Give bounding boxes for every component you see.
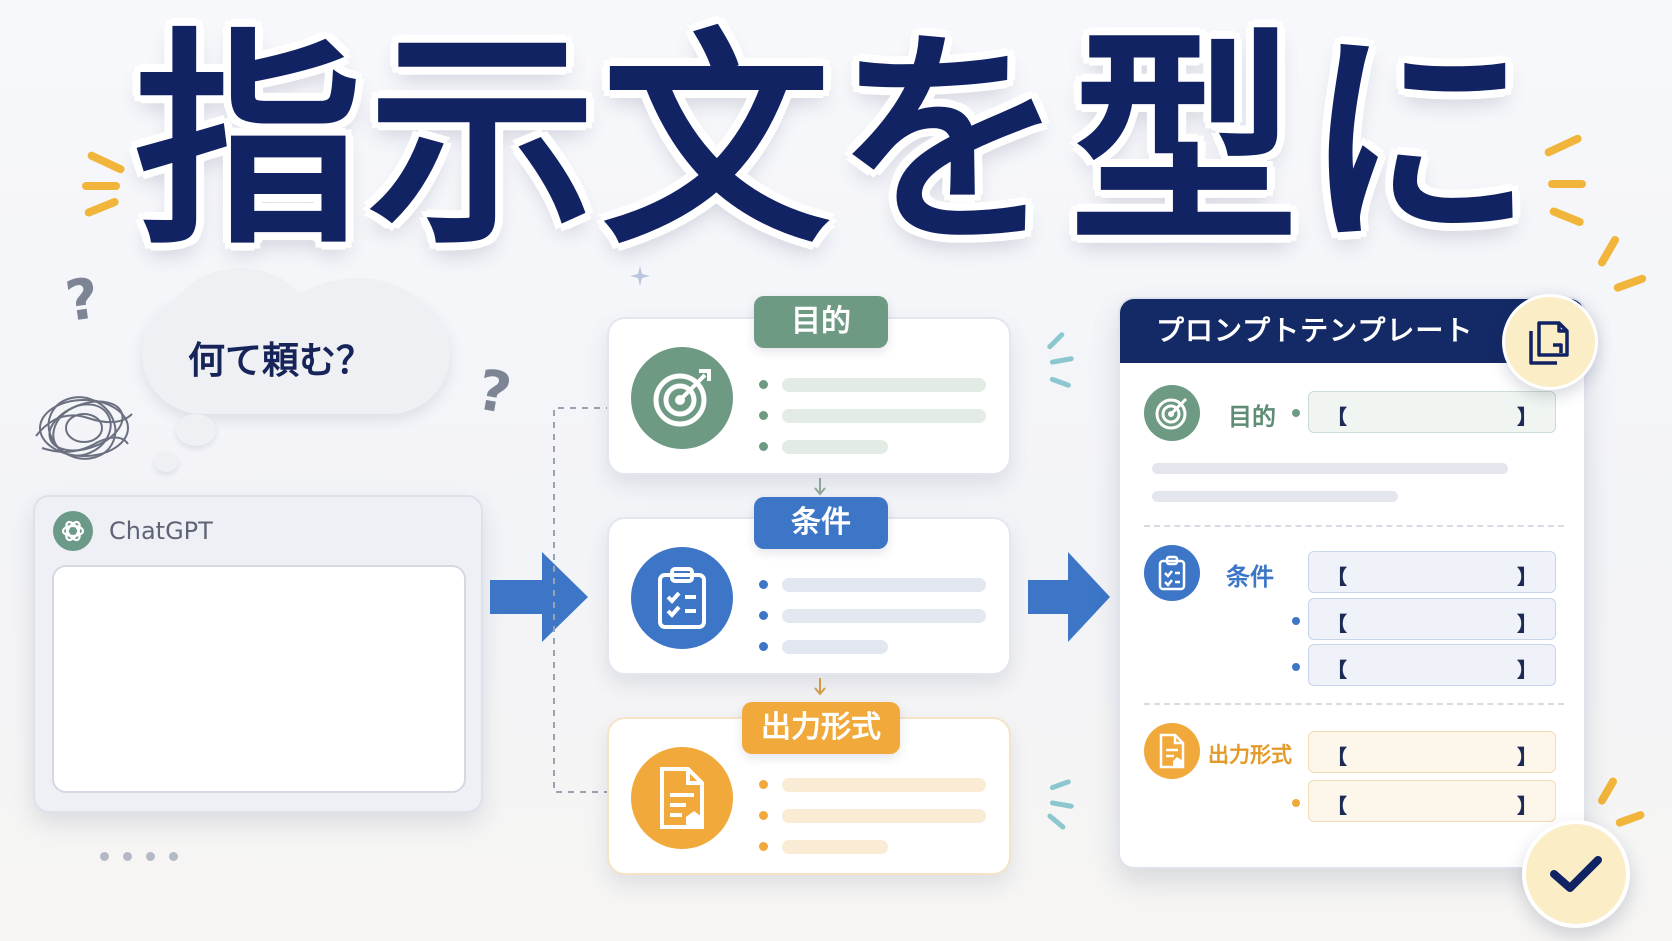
bullet (1292, 617, 1300, 625)
question-mark: ? (472, 357, 516, 428)
target-icon (631, 347, 733, 449)
typing-dots (100, 846, 192, 865)
bracket-close: 】 (1517, 405, 1537, 429)
bracket-close: 】 (1517, 565, 1537, 589)
spark-ray (1049, 778, 1072, 791)
question-mark: ? (61, 266, 103, 335)
spark-ray (1612, 273, 1648, 293)
output-format-field-2[interactable]: 【 】 (1308, 780, 1556, 822)
output-format-field-1[interactable]: 【 】 (1308, 731, 1556, 773)
placeholder-lines (759, 369, 986, 462)
spark-ray (1548, 180, 1586, 188)
bracket-close: 】 (1517, 794, 1537, 818)
tangled-scribble-icon (35, 396, 133, 460)
document-icon (631, 747, 733, 849)
question-text: 何て頼む？ (188, 339, 373, 382)
spark-ray (82, 182, 120, 190)
page-title: 指示文を型に (134, 9, 1538, 275)
down-arrow-icon (814, 478, 826, 496)
spark-ray (1049, 376, 1072, 389)
copy-document-icon[interactable] (1502, 294, 1598, 390)
sparkle-icon (630, 266, 650, 286)
clipboard-checklist-icon (631, 547, 733, 649)
chatgpt-title: ChatGPT (109, 517, 213, 545)
dashed-connector (553, 407, 612, 793)
right-arrow-icon (490, 552, 588, 642)
spark-ray (1596, 776, 1619, 806)
placeholder-line (1152, 463, 1508, 474)
conditions-field-1[interactable]: 【 】 (1308, 551, 1556, 593)
step-card-output-format (607, 717, 1011, 875)
spark-ray (1049, 800, 1075, 810)
bracket-close: 】 (1517, 612, 1537, 636)
spark-ray (1046, 812, 1067, 831)
spark-ray (1049, 355, 1075, 365)
bullet (1292, 663, 1300, 671)
section-label-output-format: 出力形式 (1208, 743, 1292, 767)
chatgpt-logo-icon (53, 511, 93, 551)
bracket-open: 【 (1327, 565, 1347, 589)
conditions-field-3[interactable]: 【 】 (1308, 644, 1556, 686)
thought-bubble-dot (176, 414, 216, 446)
chatgpt-window: ChatGPT (33, 495, 483, 813)
placeholder-lines (759, 569, 986, 662)
bracket-open: 【 (1327, 405, 1347, 429)
bracket-close: 】 (1517, 658, 1537, 682)
thought-bubble-dot (154, 452, 178, 472)
bullet (1292, 799, 1300, 807)
down-arrow-icon (814, 678, 826, 696)
tag-conditions: 条件 (754, 497, 888, 549)
tag-purpose: 目的 (754, 296, 888, 348)
bracket-open: 【 (1327, 794, 1347, 818)
right-arrow-icon (1028, 552, 1110, 642)
divider (1144, 703, 1564, 705)
chat-input[interactable] (52, 565, 466, 793)
placeholder-lines (759, 769, 986, 862)
target-icon (1144, 385, 1200, 441)
placeholder-line (1152, 491, 1398, 502)
bracket-open: 【 (1327, 612, 1347, 636)
bracket-open: 【 (1327, 658, 1347, 682)
spark-ray (1046, 331, 1066, 351)
document-icon (1144, 723, 1200, 779)
spark-ray (1614, 809, 1646, 828)
conditions-field-2[interactable]: 【 】 (1308, 598, 1556, 640)
divider (1144, 525, 1564, 527)
section-label-conditions: 条件 (1226, 563, 1274, 591)
purpose-field[interactable]: 【 】 (1308, 391, 1556, 433)
clipboard-checklist-icon (1144, 545, 1200, 601)
checkmark-icon (1522, 820, 1630, 928)
bracket-close: 】 (1517, 745, 1537, 769)
section-label-purpose: 目的 (1228, 403, 1276, 431)
bullet (1292, 409, 1300, 417)
prompt-template-panel: プロンプトテンプレート 目的 【 】 条件 【 】 【 】 【 】 出力形式 【… (1118, 297, 1586, 869)
thought-cloud (142, 268, 450, 414)
tag-output-format: 出力形式 (742, 702, 900, 754)
bracket-open: 【 (1327, 745, 1347, 769)
